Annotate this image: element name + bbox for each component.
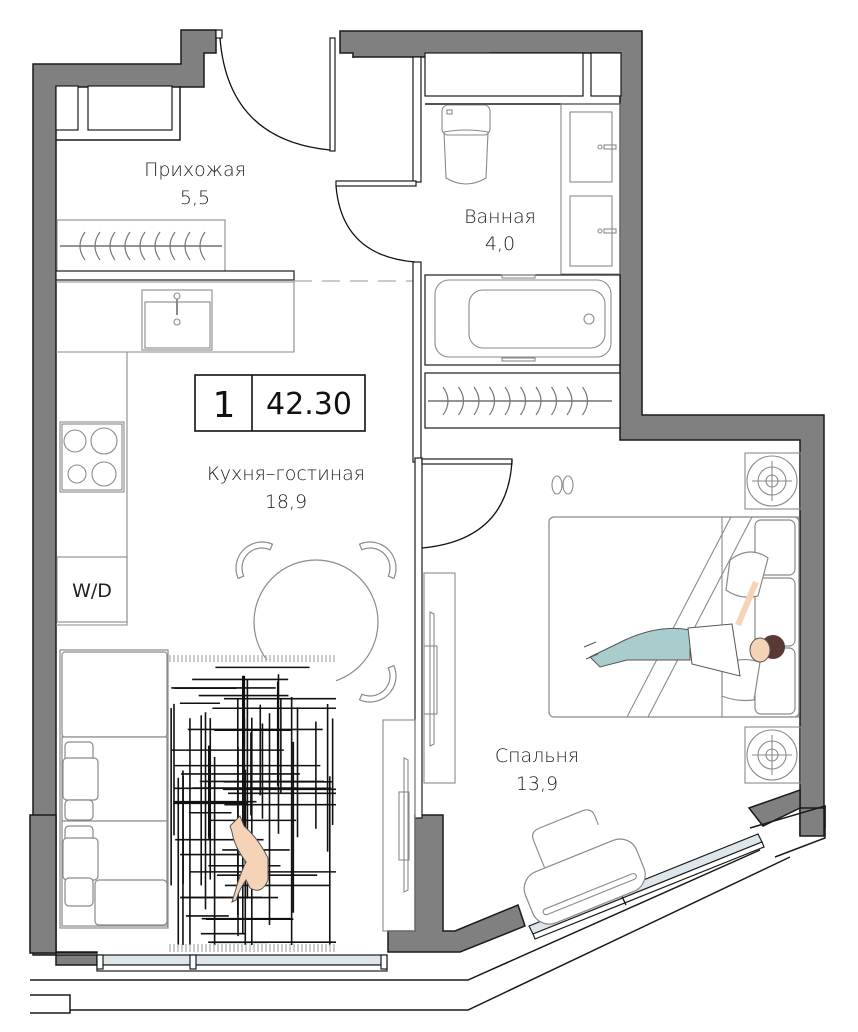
outer-wall-trim	[774, 806, 826, 858]
hanger-icon	[94, 231, 101, 261]
coat-rail	[56, 219, 226, 273]
cooktop	[59, 421, 125, 493]
hanger-icon	[535, 386, 542, 416]
bed	[548, 516, 800, 718]
hanger-icon	[458, 386, 465, 416]
wall-top-right	[339, 30, 825, 836]
hanger-icon	[79, 231, 86, 261]
svg-text:Спальня: Спальня	[495, 745, 579, 767]
hall-cabinet-outline	[56, 86, 181, 141]
hanger-icon	[199, 231, 206, 261]
bedroom-tv	[423, 572, 456, 784]
room-label-hallway: Прихожая 5,5	[144, 159, 246, 209]
hanger-icon	[154, 231, 161, 261]
hanger-icon	[109, 231, 116, 261]
room-label-bathroom: Ванная 4,0	[464, 206, 536, 255]
walls	[29, 29, 825, 966]
kitchen-sink	[141, 289, 213, 351]
vanity	[560, 103, 621, 275]
bedroom-door[interactable]	[414, 457, 513, 819]
svg-text:13,9: 13,9	[516, 773, 558, 795]
kitchen-counter	[56, 281, 295, 626]
living-window	[96, 954, 388, 972]
hanger-icon	[520, 386, 527, 416]
chair	[358, 541, 397, 580]
hanger-icon	[582, 386, 589, 416]
hanger-icon	[504, 386, 511, 416]
outer-ledge-bottom-2	[30, 856, 791, 1014]
hanger-icon	[489, 386, 496, 416]
bath-cabinet-top-small	[590, 52, 622, 97]
armchair	[523, 809, 646, 925]
sofa	[59, 649, 169, 929]
hanger-icon	[551, 386, 558, 416]
total-area: 42.30	[266, 387, 352, 422]
hanger-icon	[169, 231, 176, 261]
bath-cabinet-top	[424, 52, 584, 97]
entrance-door[interactable]	[215, 29, 336, 152]
svg-text:Ванная: Ванная	[464, 206, 536, 228]
cat-illustration	[229, 815, 269, 903]
chair	[358, 664, 397, 703]
bedroom-wardrobe	[424, 372, 621, 429]
rug	[168, 655, 336, 952]
slippers-icon	[551, 475, 574, 495]
svg-text:Кухня–гостиная: Кухня–гостиная	[207, 463, 365, 485]
hanger-icon	[139, 231, 146, 261]
hanger-icon	[442, 386, 449, 416]
bathroom-door[interactable]	[335, 180, 417, 263]
svg-text:5,5: 5,5	[180, 187, 210, 209]
hall-cabinet-small	[55, 85, 79, 131]
room-label-kitchen-living: Кухня–гостиная 18,9	[207, 463, 365, 513]
bathtub	[424, 274, 621, 366]
wall-left-lower	[29, 814, 98, 954]
hanger-icon	[124, 231, 131, 261]
hall-kitchen-divider	[55, 270, 295, 281]
hall-cabinet	[87, 85, 173, 131]
outer-ledge-bottom	[30, 849, 761, 981]
bedside-lamp-bottom	[744, 726, 802, 784]
hanger-icon	[473, 386, 480, 416]
washer-dryer: W/D	[56, 556, 128, 623]
dining-table	[235, 541, 397, 703]
hanger-icon	[566, 386, 573, 416]
toilet	[441, 104, 491, 185]
svg-text:4,0: 4,0	[485, 233, 515, 255]
bedside-lamp-top	[744, 452, 802, 510]
rooms-count: 1	[213, 385, 236, 426]
washer-dryer-label: W/D	[72, 580, 112, 602]
svg-text:Прихожая: Прихожая	[144, 159, 246, 181]
hanger-icon	[184, 231, 191, 261]
area-badge: 1 42.30	[194, 374, 366, 432]
chair	[235, 541, 274, 580]
tv-console	[382, 719, 416, 932]
svg-text:18,9: 18,9	[265, 491, 307, 513]
room-label-bedroom: Спальня 13,9	[495, 745, 579, 795]
